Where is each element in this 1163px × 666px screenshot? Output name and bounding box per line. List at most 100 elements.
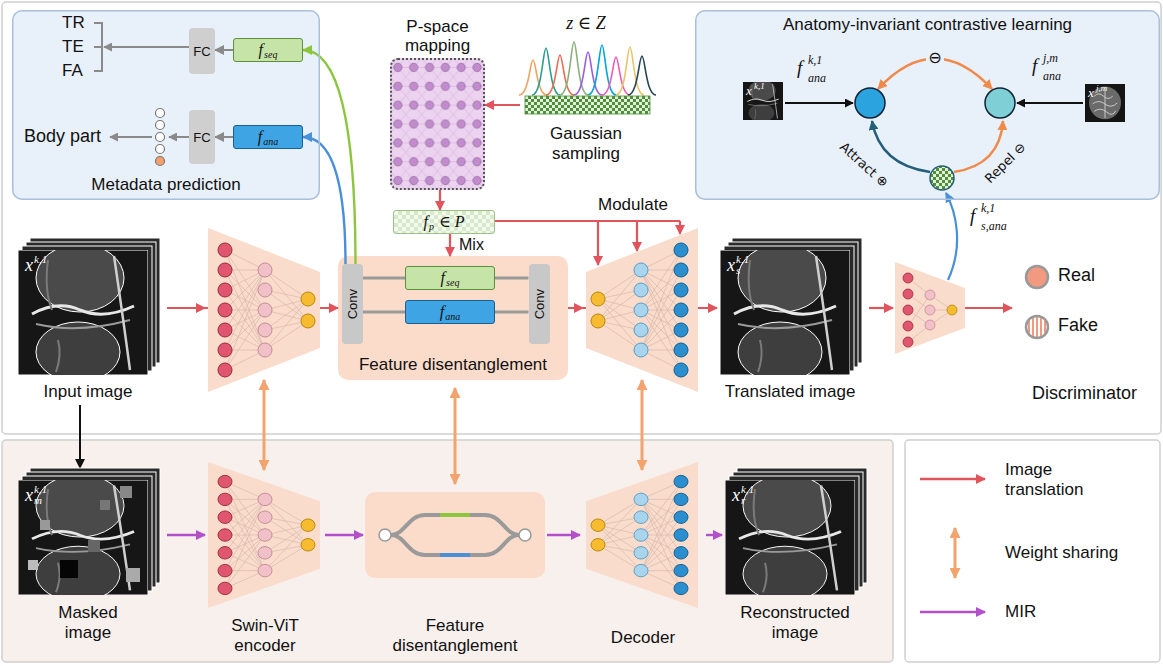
index-stack: ana xyxy=(263,127,278,147)
math-index: ana xyxy=(445,312,460,322)
math-index: p xyxy=(429,222,434,232)
mapping-network-fill xyxy=(390,58,485,190)
math-symbol: f xyxy=(970,206,975,227)
discriminator-network-part-part xyxy=(903,321,913,331)
legend-samples-part xyxy=(920,611,985,614)
mask-patches-part xyxy=(40,520,50,530)
panel-title: Metadata prediction xyxy=(12,175,320,195)
encoder-block: Swin-ViT encoder xyxy=(205,460,325,660)
math-index: j,m xyxy=(1096,84,1107,94)
image-caption: Reconstructed image xyxy=(733,603,858,642)
decoder-block: Decoder xyxy=(580,460,706,660)
math-symbol: x xyxy=(1088,86,1094,100)
connector xyxy=(439,190,441,210)
math-index: seq xyxy=(446,278,459,288)
block-caption: Gaussian sampling xyxy=(531,124,641,163)
arrow xyxy=(169,136,189,138)
connector xyxy=(495,277,529,280)
index-stack: k,1 xyxy=(34,254,47,276)
bracket xyxy=(94,23,102,71)
math-symbol: x xyxy=(727,256,735,274)
connector xyxy=(495,311,529,314)
discriminator-network-part xyxy=(947,305,957,315)
feature-box: fseq xyxy=(233,38,303,62)
panel-title: Anatomy-invariant contrastive learning xyxy=(695,15,1160,35)
sampling-block: z ∈ ZGaussian sampling xyxy=(520,12,652,180)
discriminator-network-part-part xyxy=(903,337,913,347)
math-expression: fana xyxy=(258,127,278,147)
panel: Anatomy-invariant contrastive learning xyxy=(695,10,1160,200)
gaussian-curves-part xyxy=(602,57,630,95)
connector xyxy=(325,534,363,536)
real-marker xyxy=(1026,266,1048,288)
image-stack xyxy=(18,238,160,382)
math-symbol: f xyxy=(440,304,444,320)
mask-patches-part xyxy=(120,486,132,498)
class-outputs-part xyxy=(156,145,165,154)
legend-text: MIR xyxy=(1005,602,1036,621)
conv-layer: Conv xyxy=(342,264,363,344)
math-symbol: f xyxy=(797,58,802,79)
index-spacer xyxy=(264,40,277,50)
top-region xyxy=(2,2,1161,434)
panel: Metadata predictionFCfseqFCfana xyxy=(12,10,320,200)
math-expression: fseq xyxy=(259,40,278,60)
feature-arrow xyxy=(946,193,957,280)
image-stack xyxy=(725,468,867,601)
math-index: ana xyxy=(808,72,826,85)
math-symbol: x xyxy=(25,256,33,274)
block-caption: Decoder xyxy=(588,628,698,648)
legend-text: Image translation xyxy=(1005,460,1083,499)
math-symbol: f xyxy=(423,214,427,230)
class-label: Real xyxy=(1058,266,1095,286)
discriminator-network-part-part xyxy=(925,320,935,330)
legend-entry: Image translation xyxy=(1005,460,1105,499)
contrastive-graphic-part xyxy=(872,121,930,172)
discriminator-network-part-part xyxy=(903,305,913,315)
math-symbol: f xyxy=(258,129,262,145)
arrowhead xyxy=(196,303,206,313)
contrastive-graphic-part xyxy=(785,102,853,104)
modulate-wires-part xyxy=(636,221,638,251)
math-index: seq xyxy=(264,50,277,60)
feature-box: fana xyxy=(233,125,303,149)
disentangle-symbol xyxy=(365,492,545,578)
math-symbol: x xyxy=(25,486,33,504)
connector xyxy=(303,50,356,264)
index-stack: seq xyxy=(264,40,277,60)
image-stack-part xyxy=(18,244,148,382)
legend-entry: MIR xyxy=(1005,602,1105,622)
connector xyxy=(363,311,406,314)
legend-region xyxy=(905,440,1160,662)
connector xyxy=(215,49,233,51)
contrastive-graphic-part xyxy=(985,88,1015,118)
weight-sharing-arrows-part xyxy=(641,380,644,470)
math-symbol: x xyxy=(746,84,752,98)
metadata-heads xyxy=(94,23,189,166)
layer-label: Conv xyxy=(533,289,546,319)
gaussian-curves-part xyxy=(628,56,656,95)
arrow xyxy=(869,307,893,309)
image-caption: Input image xyxy=(18,382,158,402)
disentangle-symbol-part xyxy=(440,513,470,517)
image-stack-part xyxy=(720,244,850,382)
disentangle-symbol-part xyxy=(519,529,531,541)
discriminator-network-part xyxy=(903,273,913,347)
index-spacer xyxy=(445,302,460,312)
math-index: s xyxy=(736,265,749,276)
parameter-name: FA xyxy=(62,62,83,81)
index-stack: p xyxy=(429,212,434,232)
connector xyxy=(706,534,722,536)
gaussian-curves xyxy=(519,42,656,114)
index-spacer xyxy=(263,127,278,137)
discriminator-network-part-part xyxy=(925,305,935,315)
image-stack-part xyxy=(725,474,855,601)
mask-patches-part xyxy=(126,568,140,582)
math-symbol: f xyxy=(259,42,263,58)
math-index: k,1 xyxy=(34,254,47,265)
block-caption: Swin-ViT encoder xyxy=(210,616,320,655)
parameter-name: TR xyxy=(62,14,85,33)
image-caption: Masked image xyxy=(48,603,128,642)
arrow xyxy=(965,307,1012,309)
math-index: r xyxy=(741,495,754,506)
